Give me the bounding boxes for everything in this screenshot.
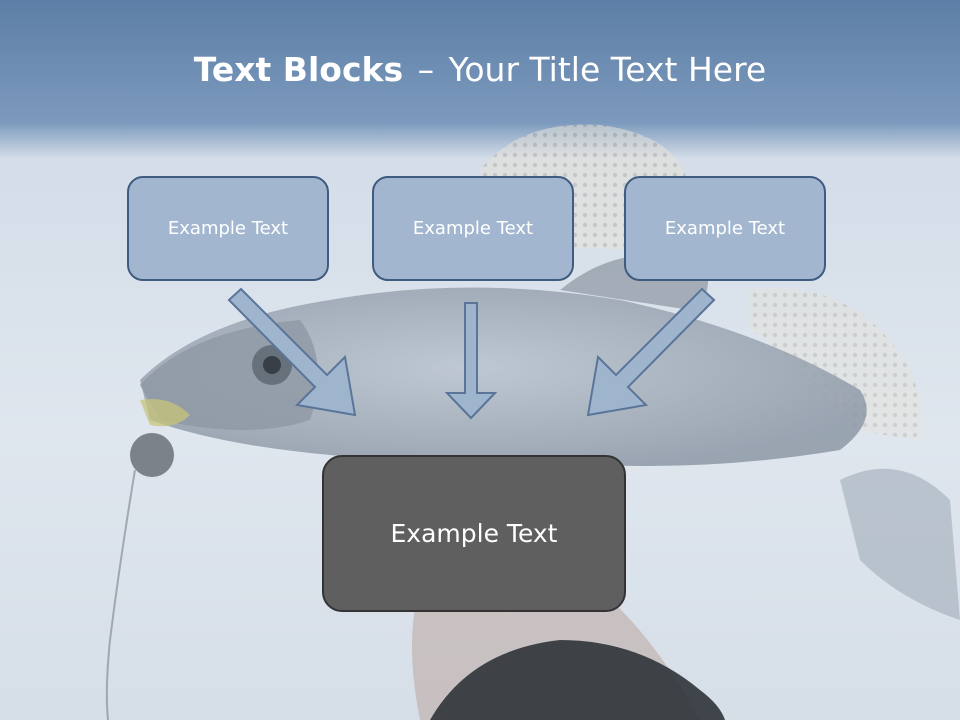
slide-title: Text Blocks – Your Title Text Here	[0, 50, 960, 89]
text-block-bottom: Example Text	[322, 455, 626, 612]
title-rest-part: Your Title Text Here	[448, 50, 767, 89]
arrow-down-left	[586, 287, 716, 417]
title-bold-part: Text Blocks	[193, 50, 404, 89]
title-separator: –	[417, 50, 435, 89]
text-block-top-right-label: Example Text	[664, 218, 786, 239]
text-block-top-center: Example Text	[372, 176, 574, 281]
text-block-top-right: Example Text	[624, 176, 826, 281]
text-block-bottom-label: Example Text	[390, 519, 558, 548]
arrow-down-right	[227, 287, 357, 417]
text-block-top-left: Example Text	[127, 176, 329, 281]
arrow-down	[444, 302, 498, 420]
text-block-top-left-label: Example Text	[167, 218, 289, 239]
text-block-top-center-label: Example Text	[412, 218, 534, 239]
